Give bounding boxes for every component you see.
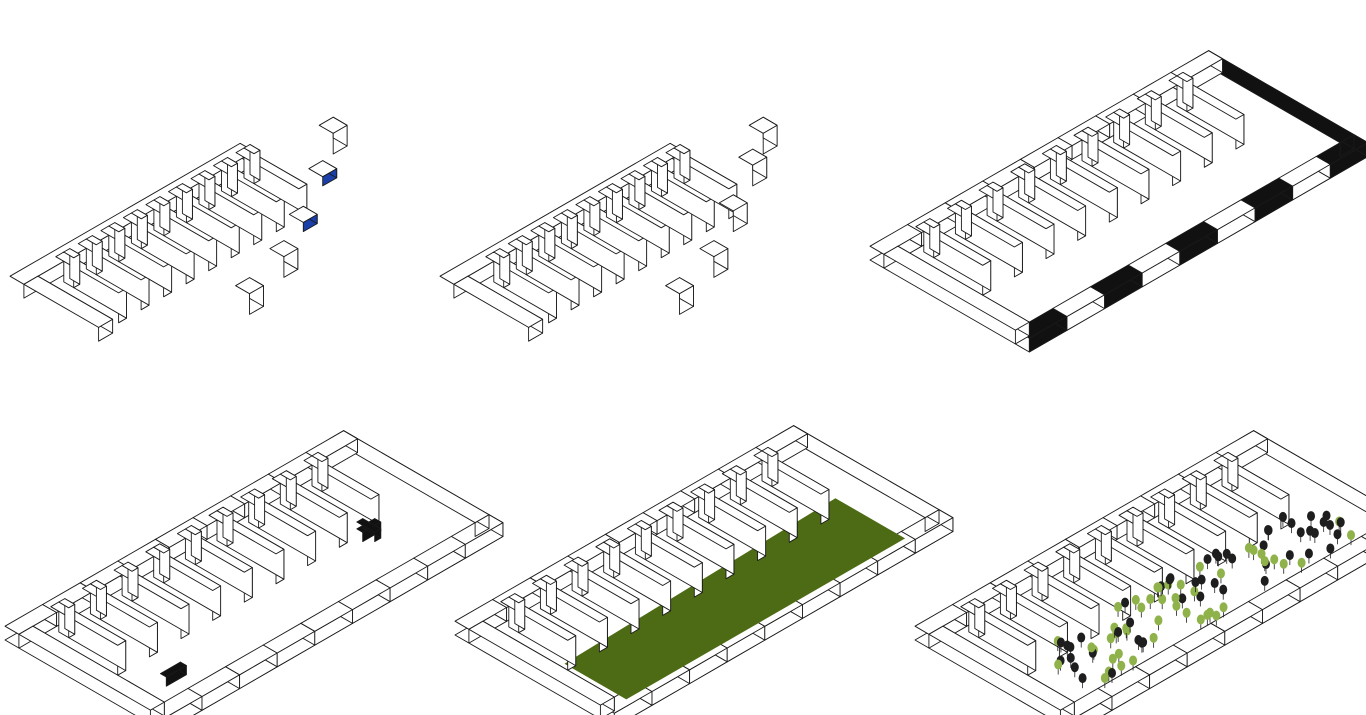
axon-panel-blue-edges	[0, 0, 500, 360]
freestanding-block	[270, 241, 298, 278]
freestanding-block	[236, 278, 264, 315]
axon-panel-plain-blocks	[430, 35, 930, 395]
axon-panel-trees	[910, 350, 1366, 710]
freestanding-block	[749, 117, 777, 154]
freestanding-block	[700, 241, 728, 278]
axon-panel-green-ground	[450, 355, 950, 715]
freestanding-block	[289, 206, 317, 231]
axon-panel-black-perimeter	[865, 0, 1365, 360]
freestanding-block	[666, 278, 694, 315]
axon-drawing	[430, 35, 930, 395]
axon-drawing	[450, 355, 950, 715]
freestanding-block	[309, 161, 337, 186]
freestanding-block	[739, 149, 767, 186]
axon-drawing	[0, 350, 500, 710]
axon-drawing	[0, 0, 500, 360]
axon-drawing	[865, 0, 1365, 360]
axon-panel-black-buildings	[0, 350, 500, 710]
freestanding-block	[319, 117, 347, 154]
axon-drawing	[910, 350, 1366, 710]
freestanding-block	[719, 195, 747, 232]
